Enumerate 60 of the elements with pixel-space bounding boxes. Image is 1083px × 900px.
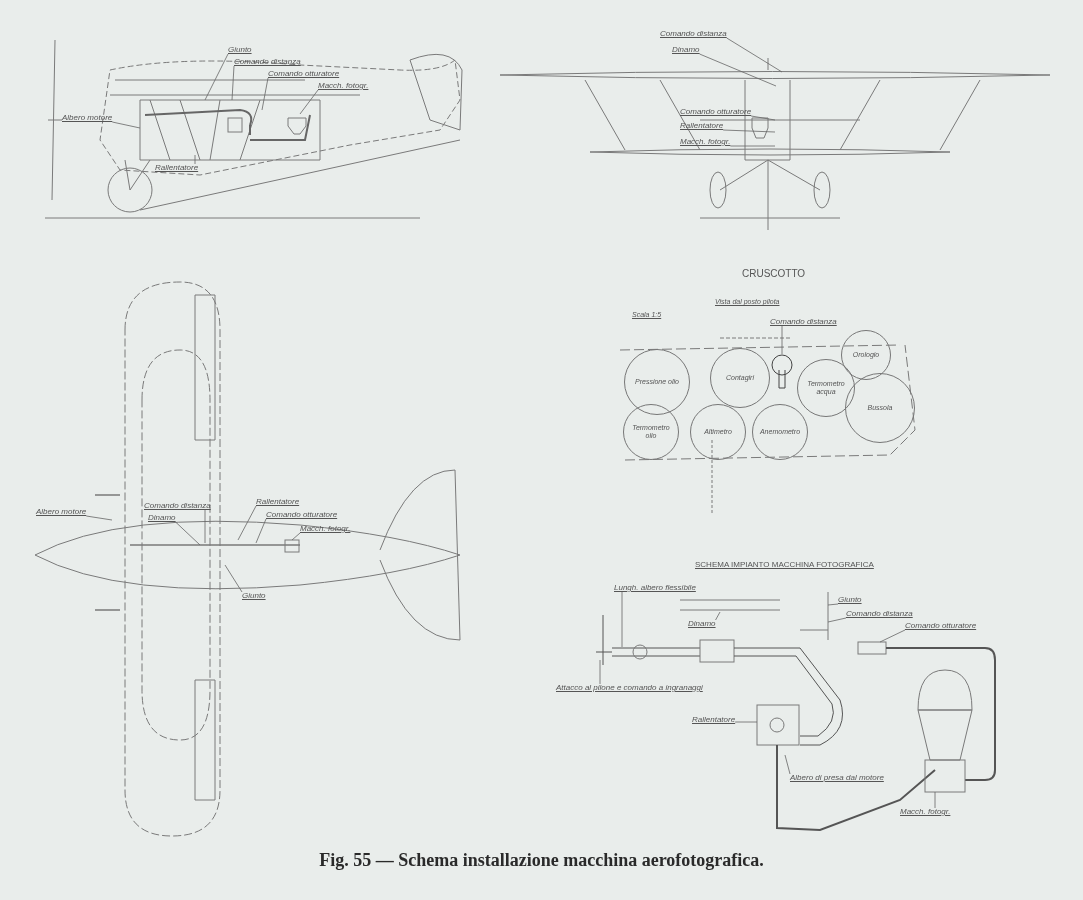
section-heading: SCHEMA IMPIANTO MACCHINA FOTOGRAFICA bbox=[695, 560, 874, 569]
callout-label: Comando distanza bbox=[144, 502, 211, 510]
callout-label: Rallentatore bbox=[155, 164, 199, 172]
callout-label: Lungh. albero flessibile bbox=[614, 584, 696, 592]
leader-line bbox=[85, 515, 113, 521]
leader-line bbox=[204, 53, 229, 101]
callout-label: Comando otturatore bbox=[680, 108, 752, 116]
callout-label: Giunto bbox=[838, 596, 862, 604]
callout-label: Comando otturatore bbox=[268, 70, 340, 78]
callout-label: Dinamo bbox=[672, 46, 700, 54]
leader-line bbox=[299, 89, 319, 115]
leader-line bbox=[699, 53, 777, 87]
leader-line bbox=[715, 611, 721, 621]
callout-label: Comando distanza bbox=[234, 58, 301, 66]
leader-line bbox=[204, 509, 206, 544]
leader-line bbox=[255, 518, 267, 544]
figure-caption: Fig. 55 — Schema installazione macchina aerofotografica. bbox=[318, 850, 765, 871]
callout-label: Macch. fotogr. bbox=[680, 138, 731, 146]
callout-label: Macch. fotogr. bbox=[900, 808, 951, 816]
callout-label: Rallentatore bbox=[256, 498, 300, 506]
leader-line bbox=[261, 77, 269, 111]
leader-line bbox=[231, 65, 235, 101]
leader-line bbox=[621, 591, 623, 648]
leader-line bbox=[934, 791, 936, 809]
callout-label: Dinamo bbox=[688, 620, 716, 628]
leader-line bbox=[111, 121, 141, 129]
leader-line bbox=[879, 629, 906, 643]
leader-line bbox=[194, 154, 196, 165]
leader-line bbox=[827, 603, 839, 606]
callout-label: Albero motore bbox=[62, 114, 113, 122]
callout-label: Giunto bbox=[228, 46, 252, 54]
leader-line bbox=[291, 532, 301, 541]
leader-line bbox=[734, 721, 758, 723]
callout-label: Dinamo bbox=[148, 514, 176, 522]
section-heading: CRUSCOTTO bbox=[742, 268, 806, 279]
leader-line bbox=[722, 129, 776, 133]
callout-label: Albero motore bbox=[36, 508, 87, 516]
leader-line bbox=[827, 617, 847, 623]
leader-line bbox=[784, 754, 791, 775]
callout-label: Macch. fotogr. bbox=[300, 525, 351, 533]
callout-label: Giunto bbox=[242, 592, 266, 600]
leader-line bbox=[730, 145, 776, 147]
leader-line bbox=[237, 505, 257, 541]
callout-label: Rallentatore bbox=[680, 122, 724, 130]
instrument-dial bbox=[841, 330, 891, 380]
callout-label: Rallentatore bbox=[692, 716, 736, 724]
leader-line bbox=[726, 37, 783, 73]
leader-line bbox=[750, 115, 776, 121]
callout-label: Comando otturatore bbox=[905, 622, 977, 630]
callout-label: Comando distanza bbox=[660, 30, 727, 38]
callout-label: Comando distanza bbox=[846, 610, 913, 618]
leader-line bbox=[224, 564, 243, 593]
leader-line bbox=[175, 521, 201, 546]
callout-label: Attacco al pilone e comando a ingranaggi bbox=[556, 684, 703, 692]
callout-label: Albero di presa dal motore bbox=[790, 774, 884, 782]
leader-line bbox=[599, 659, 601, 685]
callout-label: Comando otturatore bbox=[266, 511, 338, 519]
callout-label: Comando distanza bbox=[770, 318, 837, 326]
leader-line bbox=[781, 325, 783, 355]
callout-label: Macch. fotogr. bbox=[318, 82, 369, 90]
